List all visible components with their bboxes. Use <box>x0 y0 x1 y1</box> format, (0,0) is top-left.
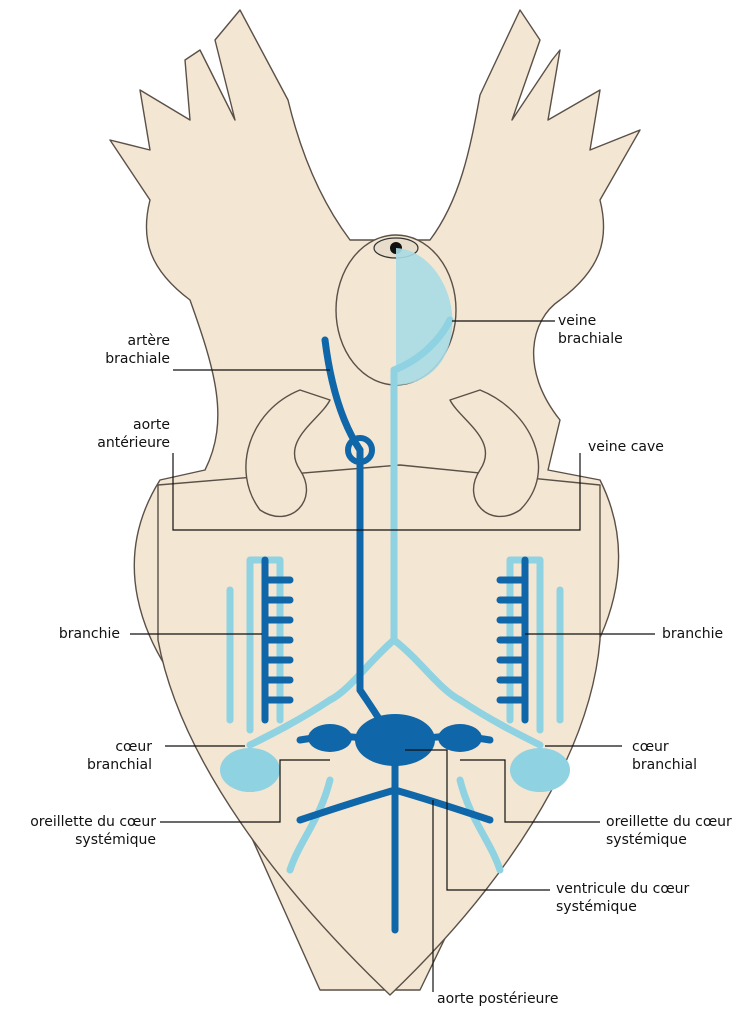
label-artere-brachiale: artère brachiale <box>105 332 170 368</box>
ventricle <box>355 714 435 766</box>
label-ventricule: ventricule du cœur systémique <box>556 880 689 916</box>
left-auricle <box>308 724 352 752</box>
label-coeur-branchial-right: cœur branchial <box>632 738 697 774</box>
label-aorte-anterieure: aorte antérieure <box>97 416 170 452</box>
label-veine-brachiale: veine brachiale <box>558 312 623 348</box>
right-branchial-heart <box>510 748 570 792</box>
label-branchie-right: branchie <box>662 625 723 643</box>
label-coeur-branchial-left: cœur branchial <box>87 738 152 774</box>
right-auricle <box>438 724 482 752</box>
left-branchial-heart <box>220 748 280 792</box>
label-branchie-left: branchie <box>59 625 120 643</box>
label-veine-cave: veine cave <box>588 438 664 456</box>
label-oreillette-left: oreillette du cœur systémique <box>30 813 156 849</box>
label-oreillette-right: oreillette du cœur systémique <box>606 813 732 849</box>
label-aorte-posterieure: aorte postérieure <box>437 990 559 1008</box>
squid-body <box>110 10 640 995</box>
